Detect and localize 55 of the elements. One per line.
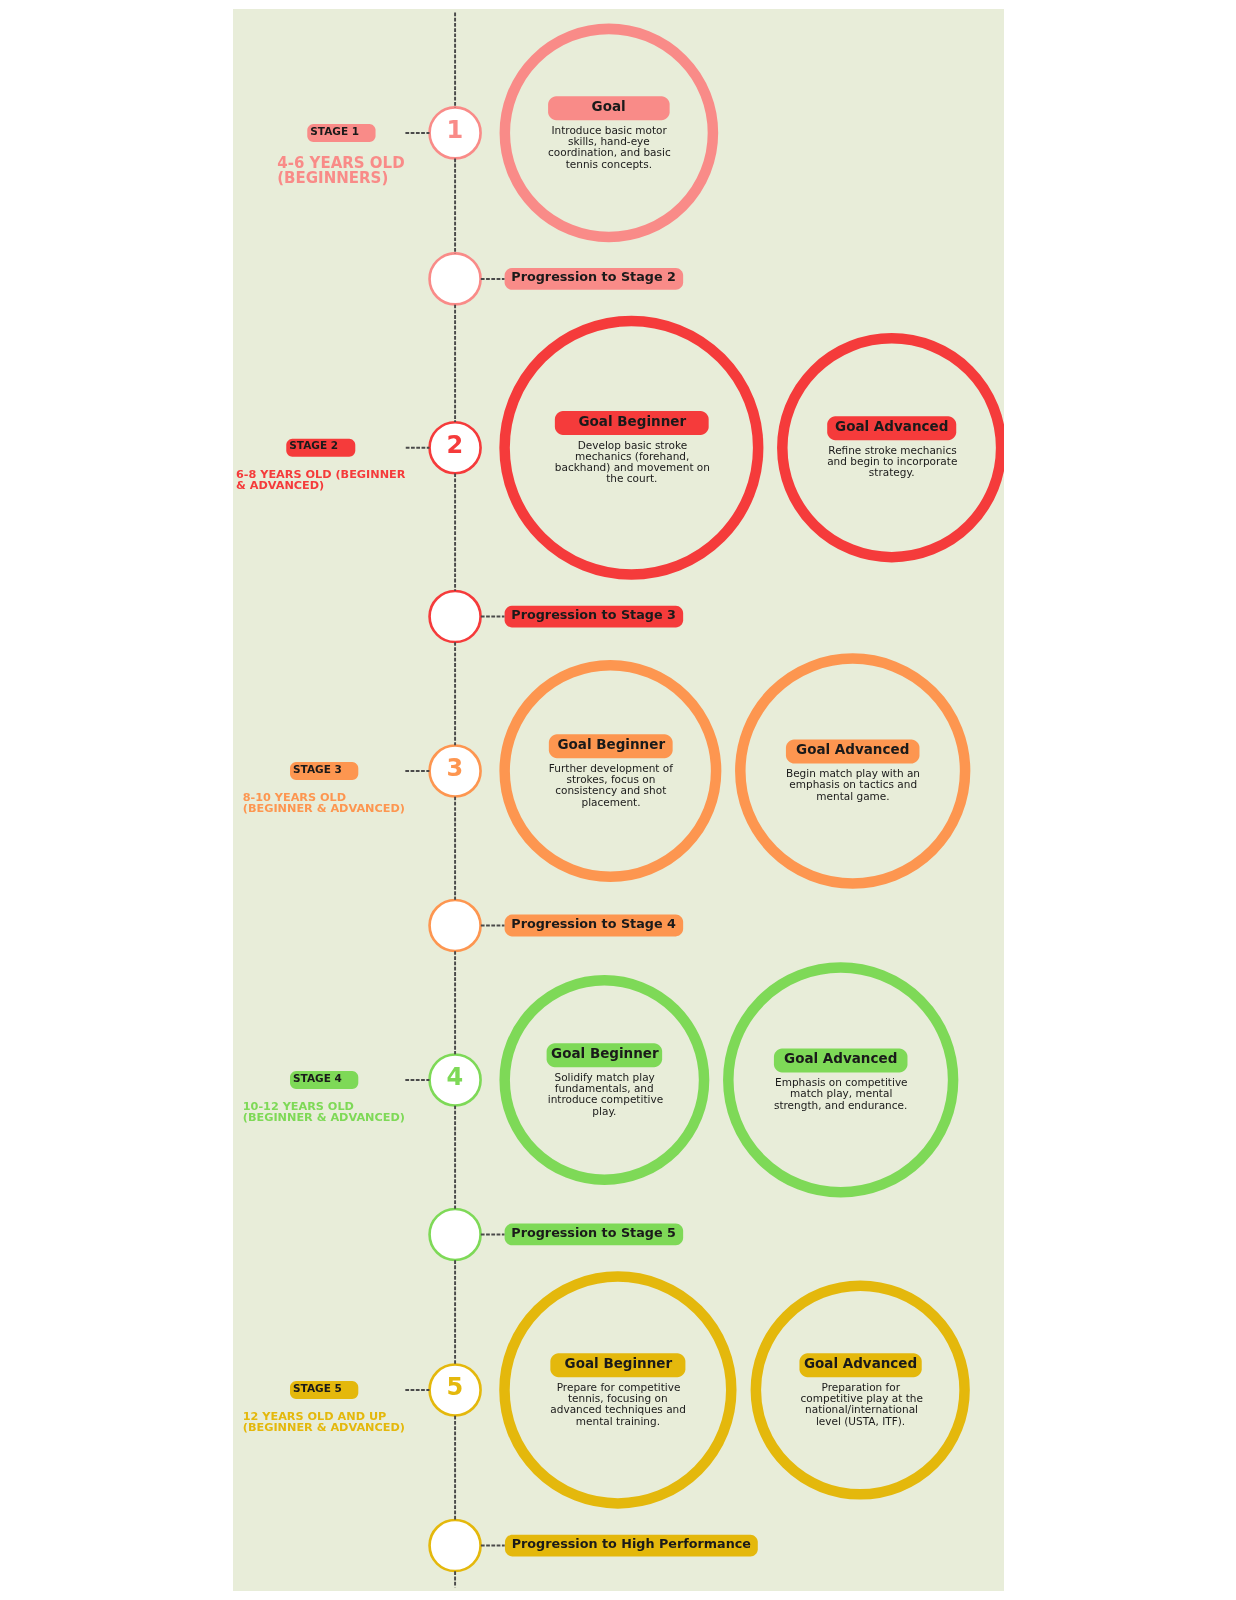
node-box: STAGE 2 xyxy=(285,438,355,457)
node-circle xyxy=(427,252,482,306)
node-box: Progression to High Performance xyxy=(504,1534,758,1557)
connector xyxy=(453,11,456,109)
node-box: STAGE 4 xyxy=(289,1070,358,1089)
node-circle xyxy=(427,589,482,644)
connector xyxy=(453,1570,456,1589)
connector xyxy=(404,446,430,449)
node-label: 12 YEARS OLD AND UP (BEGINNER & ADVANCED) xyxy=(242,1410,405,1435)
node-circle: 5 xyxy=(427,1363,482,1417)
node-box: Progression to Stage 5 xyxy=(504,1223,683,1246)
node-circle: Goal Beginner Prepare for competitive tennis, focusing on advanced techniques and mental training. xyxy=(498,1271,736,1509)
node-circle xyxy=(427,1207,482,1262)
connector xyxy=(403,770,430,772)
node-box: STAGE 5 xyxy=(289,1381,358,1399)
node-circle: Goal Beginner Further development of strokes, focus on consistency and shot placement. xyxy=(498,660,721,882)
node-circle: 1 xyxy=(427,106,482,160)
connector xyxy=(479,615,505,618)
node-circle: 4 xyxy=(427,1053,482,1107)
connector xyxy=(403,1389,430,1391)
connector xyxy=(479,277,505,280)
node-circle: Goal Beginner Develop basic stroke mechanics (forehand, backhand) and movement on the court. xyxy=(498,315,763,580)
connector xyxy=(453,795,456,901)
node-box: Progression to Stage 4 xyxy=(504,914,683,937)
node-circle: Goal Advanced Begin match play with an emphasis on tactics and mental game. xyxy=(734,653,970,889)
connector xyxy=(453,1104,456,1210)
node-circle: Goal Introduce basic motor skills, hand-eye coordination, and basic tennis concepts. xyxy=(499,23,718,243)
node-circle xyxy=(427,898,482,953)
connector xyxy=(453,303,456,423)
connector xyxy=(453,1259,456,1366)
node-circle: Goal Advanced Refine stroke mechanics and begin to incorporate strategy. xyxy=(776,333,1004,563)
node-box: STAGE 1 xyxy=(306,123,376,142)
connector xyxy=(403,1079,430,1081)
node-circle: Goal Advanced Emphasis on competitive match play, mental strength, and endurance. xyxy=(722,962,958,1198)
connector xyxy=(453,472,456,592)
connector xyxy=(453,641,456,747)
node-label: 4-6 YEARS OLD (BEGINNERS) xyxy=(276,154,405,188)
node-box: STAGE 3 xyxy=(289,762,358,780)
node-circle xyxy=(427,1518,482,1573)
node-circle: 3 xyxy=(427,744,482,798)
connector xyxy=(479,924,505,927)
connector xyxy=(403,131,430,134)
connector xyxy=(453,157,456,255)
connector xyxy=(453,950,456,1056)
node-box: Progression to Stage 2 xyxy=(504,268,683,290)
connector xyxy=(479,1233,505,1236)
node-box: Progression to Stage 3 xyxy=(504,605,683,628)
node-label: 8-10 YEARS OLD (BEGINNER & ADVANCED) xyxy=(242,791,405,816)
node-label: 10-12 YEARS OLD (BEGINNER & ADVANCED) xyxy=(242,1099,405,1125)
connector xyxy=(453,1414,456,1521)
node-circle: 2 xyxy=(427,420,482,475)
node-circle: Goal Beginner Solidify match play fundamentals, and introduce competitive play. xyxy=(498,975,709,1185)
node-label: 6-8 YEARS OLD (BEGINNER & ADVANCED) xyxy=(235,467,405,492)
node-circle: Goal Advanced Preparation for competitive play at the national/international level (USTA, ITF). xyxy=(750,1280,970,1500)
connector xyxy=(479,1544,506,1547)
